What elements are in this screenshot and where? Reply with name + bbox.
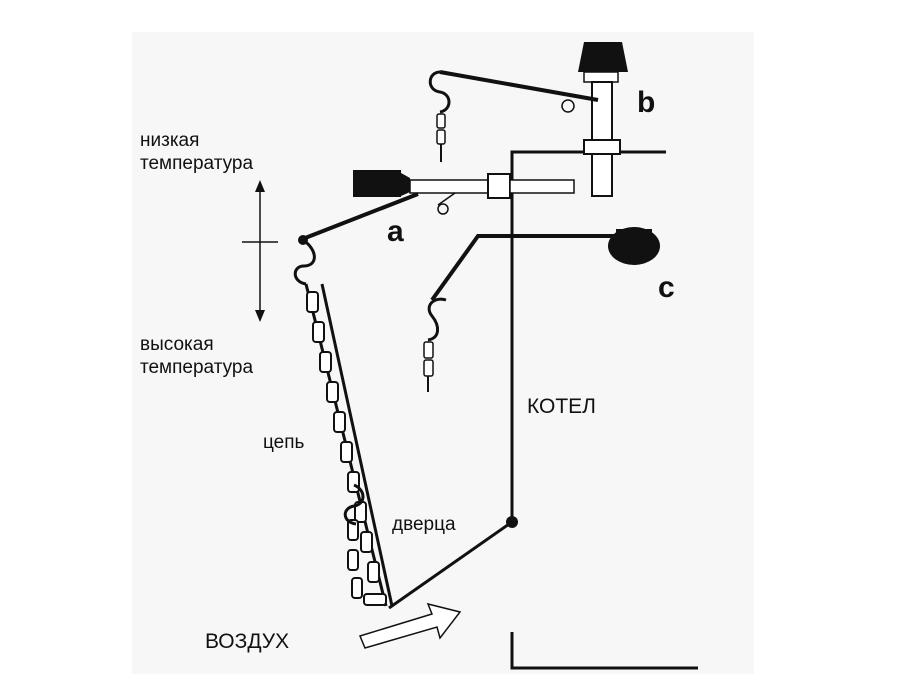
chain-b: [436, 113, 446, 162]
s-hook-b: [428, 70, 451, 114]
label-high-temp-line1: высокая: [140, 334, 214, 355]
s-hook-c: [427, 297, 447, 342]
floor-mark: [510, 632, 698, 670]
lever-a: [299, 192, 419, 242]
label-low-temp-line1: низкая: [140, 130, 200, 151]
weight-c: [608, 227, 660, 265]
label-low-temp-line2: температура: [140, 153, 254, 174]
label-air: ВОЗДУХ: [205, 630, 290, 653]
weight-c-cap: [616, 229, 652, 235]
label-boiler: КОТЕЛ: [527, 395, 596, 418]
air-arrow: [358, 602, 462, 649]
regulator-b-body: [561, 42, 628, 197]
label-lever-b: b: [637, 86, 656, 119]
label-lever-a: a: [387, 215, 404, 248]
chain: [304, 283, 394, 607]
chain-c: [423, 341, 434, 392]
s-hook-chain: [343, 483, 365, 526]
lever-c: [430, 234, 620, 302]
label-chain: цепь: [263, 432, 305, 453]
temperature-range-arrow: [242, 180, 278, 322]
boiler-wall: [510, 150, 666, 522]
label-lever-c: c: [658, 271, 675, 304]
label-door: дверца: [392, 514, 456, 535]
s-hook-a: [293, 238, 316, 286]
label-high-temp-line2: температура: [140, 357, 254, 378]
regulator-a-body: [353, 170, 575, 215]
lever-b: [439, 70, 599, 102]
door: [388, 520, 513, 610]
